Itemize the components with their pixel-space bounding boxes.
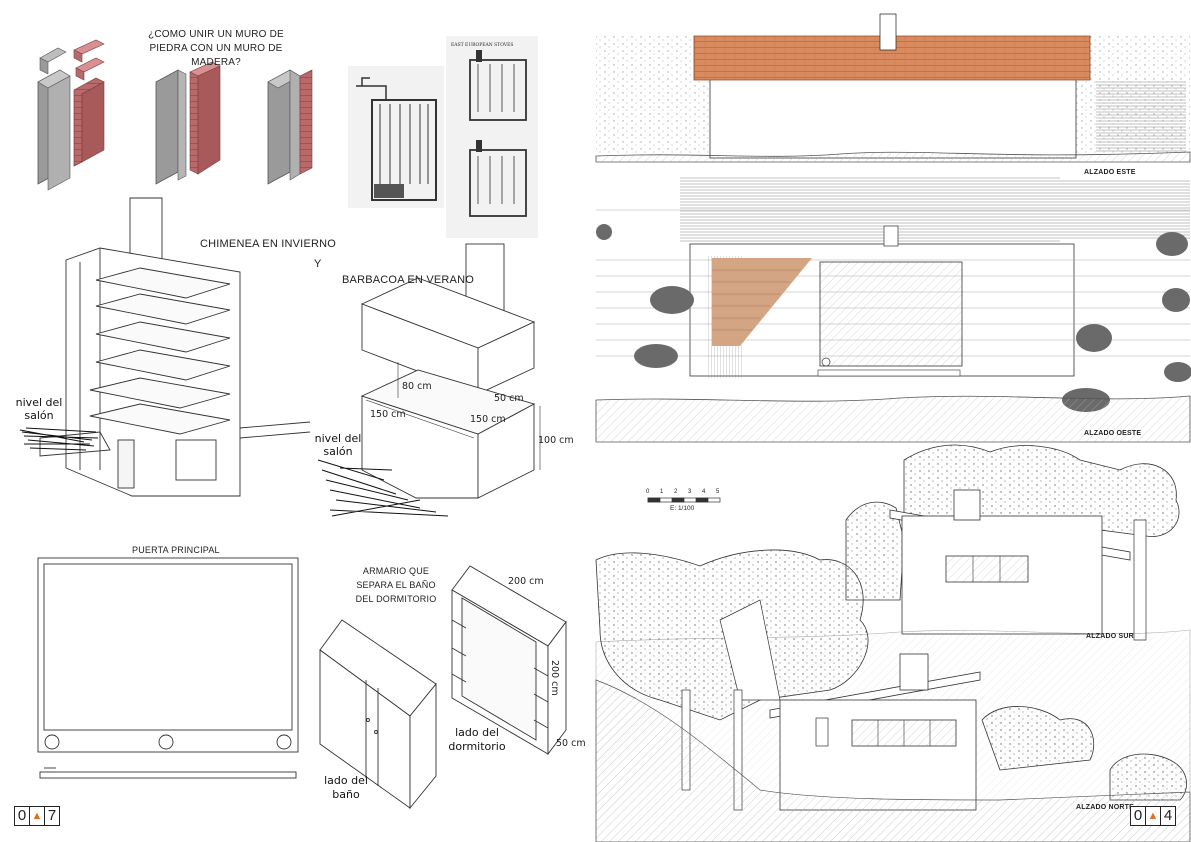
page-number-left: 0 ▲ 7 (14, 806, 60, 826)
bbq-axonometric (360, 243, 541, 499)
wardrobe-dim-width: 200 cm (508, 576, 544, 587)
east-elevation (595, 13, 1191, 163)
wardrobe-dim-depth: 50 cm (556, 738, 586, 749)
wall-joint-study-2 (155, 61, 221, 185)
bbq-dim-150-a: 150 cm (370, 409, 406, 420)
bbq-level-scribble (317, 459, 449, 517)
bath-side-label: lado del baño (324, 774, 368, 801)
north-elevation-label: ALZADO NORTE (1076, 804, 1135, 811)
connector-y: Y (314, 258, 322, 270)
chimney-axonometric (39, 197, 311, 497)
page-digit: 4 (1163, 807, 1173, 824)
west-elevation (595, 176, 1191, 443)
bbq-dim-100: 100 cm (538, 435, 574, 446)
bedroom-side-label: lado del dormitorio (448, 726, 506, 753)
bbq-dim-50: 50 cm (494, 393, 524, 404)
east-elevation-label: ALZADO ESTE (1084, 169, 1136, 176)
wardrobe-dim-height: 200 cm (549, 660, 560, 696)
scale-tick: 4 (702, 489, 706, 495)
scale-tick: 2 (674, 489, 678, 495)
south-elevation-label: ALZADO SUR (1086, 633, 1134, 640)
page-digit: 0 (15, 807, 30, 825)
scale-tick: 1 (660, 489, 664, 495)
stove-reference-image-2 (446, 36, 538, 238)
page-number-right: 0 ▲ 4 (1130, 806, 1176, 826)
wardrobe-open (451, 565, 567, 756)
stove-reference-image-1 (348, 66, 444, 208)
wardrobe-closed (319, 619, 437, 810)
scale-label: E: 1/100 (670, 505, 695, 512)
bbq-dim-150-b: 150 cm (470, 414, 506, 425)
living-level-label-chimney: nivel del salón (15, 396, 63, 422)
scale-tick: 5 (716, 489, 720, 495)
wall-joint-question: ¿COMO UNIR UN MURO DE PIEDRA CON UN MURO… (148, 29, 284, 68)
scale-tick: 3 (688, 489, 692, 495)
living-level-label-bbq: nivel del salón (314, 432, 362, 458)
scale-bar (647, 497, 721, 503)
wall-joint-study-1 (37, 39, 105, 191)
wall-joint-study-3 (267, 69, 313, 185)
north-elevation (595, 549, 1191, 842)
page-digit: 7 (47, 807, 57, 824)
page-digit: 0 (1131, 807, 1146, 825)
scale-tick: 0 (646, 489, 650, 495)
wardrobe-title: ARMARIO QUE SEPARA EL BAÑO DEL DORMITORI… (355, 566, 437, 604)
flame-logo-icon: ▲ (1146, 807, 1161, 825)
flame-logo-icon: ▲ (30, 807, 45, 825)
main-door-elevation (37, 557, 299, 779)
bbq-title: BARBACOA EN VERANO (342, 274, 474, 286)
chimney-level-scribble (19, 427, 99, 451)
stoves-caption: EAST EUROPEAN STOVES (451, 43, 514, 48)
west-elevation-label: ALZADO OESTE (1084, 430, 1142, 437)
chimney-title: CHIMENEA EN INVIERNO (200, 238, 337, 250)
door-title: PUERTA PRINCIPAL (132, 545, 220, 555)
bbq-dim-80: 80 cm (402, 381, 432, 392)
